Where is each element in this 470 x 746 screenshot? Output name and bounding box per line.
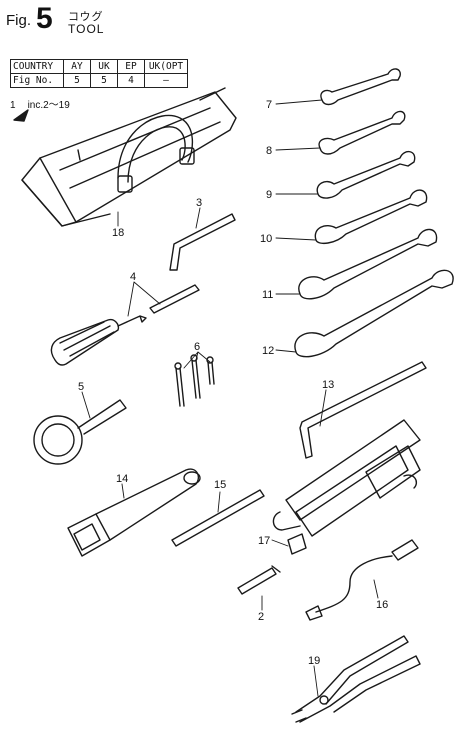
hex-wrench-small-drawing bbox=[169, 213, 236, 271]
callout-5: 5 bbox=[78, 381, 84, 393]
callout-4: 4 bbox=[130, 271, 136, 283]
extension-bar-drawing bbox=[171, 489, 265, 547]
box-wrench-drawing bbox=[67, 468, 201, 557]
fig-number: 5 bbox=[36, 2, 53, 35]
inclusion-arrow-icon bbox=[13, 109, 29, 122]
fig-no-header: Fig No. bbox=[10, 73, 64, 88]
open-end-wrenches-drawing bbox=[294, 68, 454, 358]
callout-11: 11 bbox=[262, 289, 273, 301]
spanner-ring-drawing bbox=[33, 399, 127, 465]
callout-9: 9 bbox=[266, 189, 272, 201]
callout-3: 3 bbox=[196, 197, 202, 209]
callout-7: 7 bbox=[266, 99, 272, 111]
callout-19: 19 bbox=[308, 655, 320, 667]
country-row: COUNTRY AY UK EP UK(OPT bbox=[10, 59, 188, 74]
title-english: TOOL bbox=[68, 22, 105, 36]
inclusion-note: 1 inc.2～19 bbox=[10, 96, 70, 111]
fig-no-uk-opt: — bbox=[144, 73, 188, 88]
callout-8: 8 bbox=[266, 145, 272, 157]
callout-6: 6 bbox=[194, 341, 200, 353]
callout-17: 17 bbox=[258, 535, 270, 547]
country-fig-table: COUNTRY AY UK EP UK(OPT Fig No. 5 5 4 — bbox=[10, 59, 188, 88]
callout-12: 12 bbox=[262, 345, 274, 357]
callout-18: 18 bbox=[112, 227, 124, 239]
fig-prefix: Fig. bbox=[6, 12, 32, 29]
callout-numbers: 2 3 4 5 6 7 8 9 10 11 12 13 14 15 16 17 … bbox=[78, 99, 388, 667]
tool-bag-drawing bbox=[21, 87, 237, 227]
cotter-pins-drawing bbox=[174, 354, 215, 407]
inclusion-note-text: inc.2～19 bbox=[27, 100, 70, 111]
hex-wrench-large-drawing bbox=[299, 361, 427, 459]
leader-lines bbox=[81, 99, 379, 697]
grease-gun-drawing bbox=[272, 419, 421, 555]
pliers-drawing bbox=[291, 635, 421, 723]
title-japanese: コウグ bbox=[68, 11, 104, 23]
grease-hose-drawing bbox=[305, 539, 419, 621]
callout-14: 14 bbox=[116, 473, 128, 485]
inclusion-note-index: 1 bbox=[10, 100, 16, 111]
callout-13: 13 bbox=[322, 379, 334, 391]
callout-10: 10 bbox=[260, 233, 272, 245]
callout-16: 16 bbox=[376, 599, 388, 611]
fig-no-row: Fig No. 5 5 4 — bbox=[10, 73, 188, 88]
screwdriver-drawing bbox=[50, 284, 200, 366]
grease-nozzle-drawing bbox=[237, 565, 281, 595]
callout-15: 15 bbox=[214, 479, 226, 491]
callout-2: 2 bbox=[258, 611, 264, 623]
